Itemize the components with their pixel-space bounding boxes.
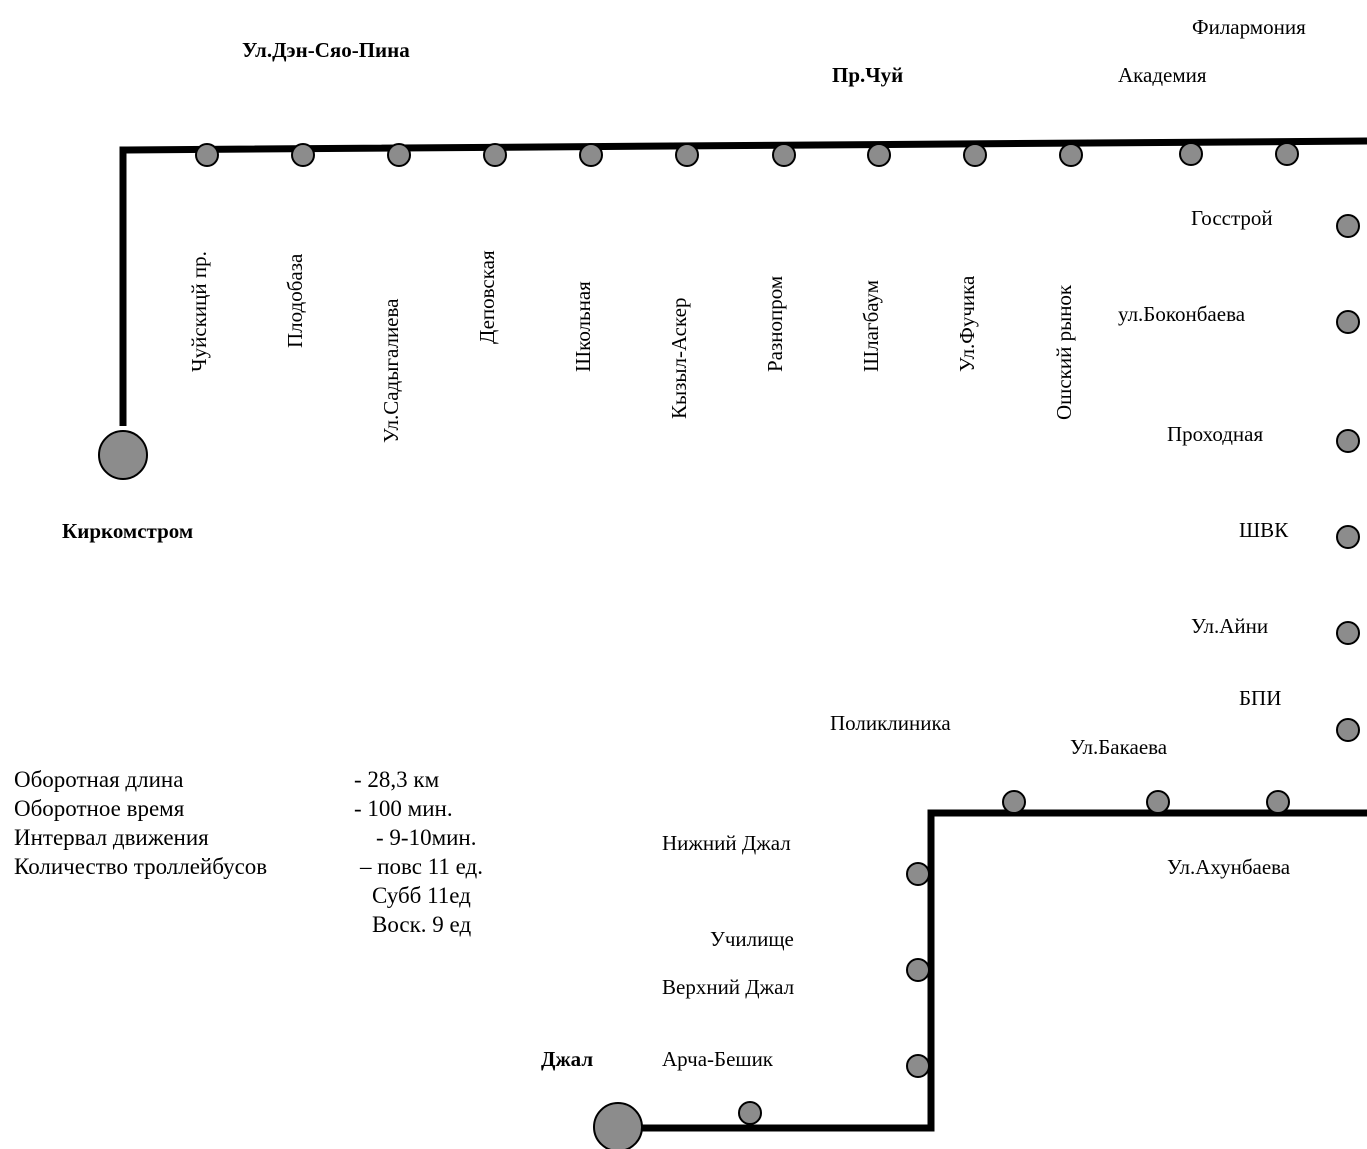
stop-marker: [1336, 718, 1360, 742]
stop-label-poliklinika: Поликлиника: [830, 711, 951, 735]
stop-marker: [1336, 525, 1360, 549]
stop-label-verkhniy-dzhal: Верхний Джал: [662, 975, 795, 999]
stop-marker: [675, 143, 699, 167]
info-interval-label: Интервал движения: [14, 825, 209, 850]
info-count-saturday: Субб 11ед: [372, 883, 471, 908]
route-line-bottom: [630, 809, 1367, 1132]
stop-label-nizhniy-dzhal: Нижний Джал: [662, 831, 791, 855]
info-length-label: Оборотная длина: [14, 767, 184, 792]
stop-marker: [1266, 790, 1290, 814]
info-row-interval: Интервал движения - 9-10мин.: [14, 823, 483, 852]
stop-marker: [906, 1054, 930, 1078]
stop-marker: [1336, 310, 1360, 334]
stop-marker: [906, 958, 930, 982]
stop-label-vertical: Ул.Садыгалиева: [379, 298, 403, 443]
stop-marker: [387, 143, 411, 167]
stop-label-prokhodnaya: Проходная: [1167, 422, 1264, 446]
stop-label-akhunbaeva: Ул.Ахунбаева: [1167, 855, 1291, 879]
stop-label-vertical: Разнопром: [763, 275, 787, 372]
terminal-label-kirkomstrom: Киркомстром: [62, 519, 194, 543]
stop-label-vertical: Шлагбаум: [859, 279, 883, 372]
stop-label-bpi: БПИ: [1239, 686, 1282, 710]
stop-marker: [963, 143, 987, 167]
stop-label-vertical: Чуйскицй пр.: [187, 251, 211, 372]
stop-marker: [906, 862, 930, 886]
stop-marker: [579, 143, 603, 167]
info-interval-value: - 9-10мин.: [376, 825, 477, 850]
info-row-time: Оборотное время - 100 мин.: [14, 794, 483, 823]
route-line-top: [119, 137, 1367, 426]
stop-marker: [1336, 621, 1360, 645]
info-time-value: - 100 мин.: [354, 796, 453, 821]
stop-label-vertical: Школьная: [571, 281, 595, 372]
stop-marker: [738, 1101, 762, 1125]
terminal-kirkomstrom-marker: [98, 430, 148, 480]
stop-label-archa-beshik: Арча-Бешик: [662, 1047, 774, 1071]
stop-label-vertical: Ул.Фучика: [955, 275, 979, 372]
stop-label-vertical: Кызыл-Аскер: [667, 297, 691, 419]
stop-label-uchilische: Училище: [710, 927, 794, 951]
stop-marker: [291, 143, 315, 167]
info-count-label: Количество троллейбусов: [14, 854, 268, 879]
route-info: Оборотная длина - 28,3 км Оборотное врем…: [14, 765, 483, 939]
terminal-label-dzhal: Джал: [541, 1047, 594, 1071]
street-label-chuy: Пр.Чуй: [832, 63, 904, 87]
stop-label-aini: Ул.Айни: [1191, 614, 1269, 638]
stop-label-vertical: Ошский рынок: [1052, 284, 1076, 420]
stop-marker: [1336, 429, 1360, 453]
stop-label-bakaeva: Ул.Бакаева: [1070, 735, 1168, 759]
info-row-count: Количество троллейбусов – повс 11 ед.: [14, 852, 483, 881]
info-time-label: Оборотное время: [14, 796, 185, 821]
stop-marker: [1059, 143, 1083, 167]
stop-marker: [1179, 142, 1203, 166]
stop-marker: [1146, 790, 1170, 814]
info-count-sunday: Воск. 9 ед: [372, 912, 472, 937]
stop-marker: [195, 143, 219, 167]
stop-marker: [1275, 142, 1299, 166]
stop-marker: [1002, 790, 1026, 814]
info-count-weekday: – повс 11 ед.: [360, 854, 483, 879]
street-label-den-syao-pina: Ул.Дэн-Сяо-Пина: [242, 38, 410, 62]
stop-marker: [483, 143, 507, 167]
stop-label-vertical: Деповская: [475, 250, 499, 344]
terminal-dzhal-marker: [593, 1102, 643, 1149]
info-row-length: Оборотная длина - 28,3 км: [14, 765, 483, 794]
stop-label-gosstroy: Госстрой: [1191, 206, 1273, 230]
info-length-value: - 28,3 км: [354, 767, 440, 792]
stop-marker: [772, 143, 796, 167]
stop-label-filarmoniya: Филармония: [1192, 15, 1306, 39]
stop-marker: [1336, 214, 1360, 238]
stop-label-vertical: Плодобаза: [283, 253, 307, 348]
stop-label-bokonbaeva: ул.Боконбаева: [1118, 302, 1246, 326]
stop-label-shvk: ШВК: [1239, 518, 1289, 542]
stop-marker: [867, 143, 891, 167]
stop-label-akademiya: Академия: [1118, 63, 1207, 87]
